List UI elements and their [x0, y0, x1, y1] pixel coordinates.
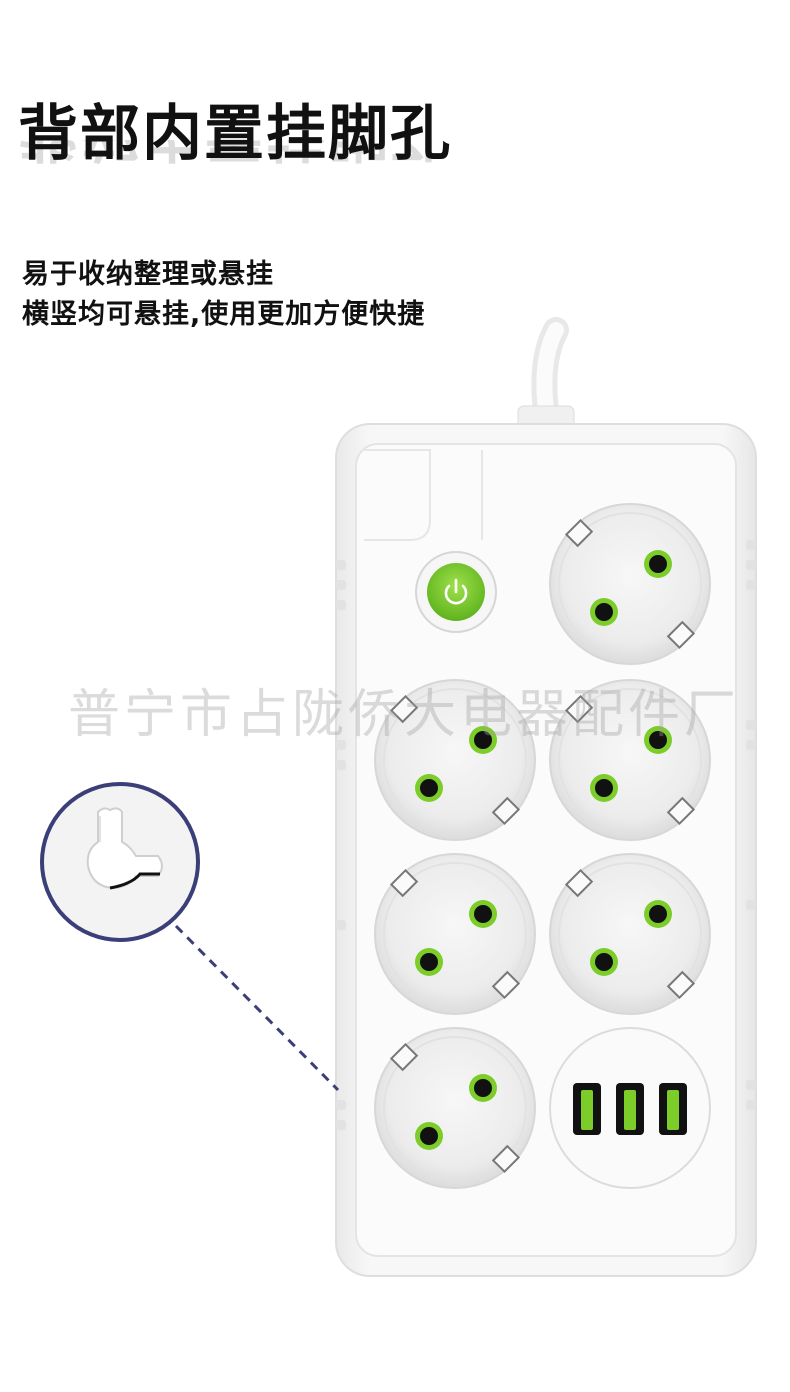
watermark: 普宁市占陇侨大电器配件厂 [68, 685, 741, 745]
socket-6 [374, 1027, 536, 1189]
usb-hub [549, 1027, 711, 1189]
side-ribs [336, 540, 756, 1130]
usb-port [573, 1083, 601, 1135]
page-title: 背部内置挂脚孔 [18, 99, 452, 169]
description-line-1: 易于收纳整理或悬挂 [22, 259, 274, 290]
power-button[interactable] [415, 551, 497, 633]
socket-1 [549, 503, 711, 665]
description-line-2: 横竖均可悬挂,使用更加方便快捷 [22, 299, 426, 330]
socket-5 [549, 853, 711, 1015]
power-icon [444, 578, 468, 605]
callout-line [174, 924, 340, 1092]
socket-4 [374, 853, 536, 1015]
keyhole-icon [86, 807, 163, 890]
usb-port [616, 1083, 644, 1135]
usb-port [659, 1083, 687, 1135]
hanging-hole-callout [40, 782, 200, 942]
